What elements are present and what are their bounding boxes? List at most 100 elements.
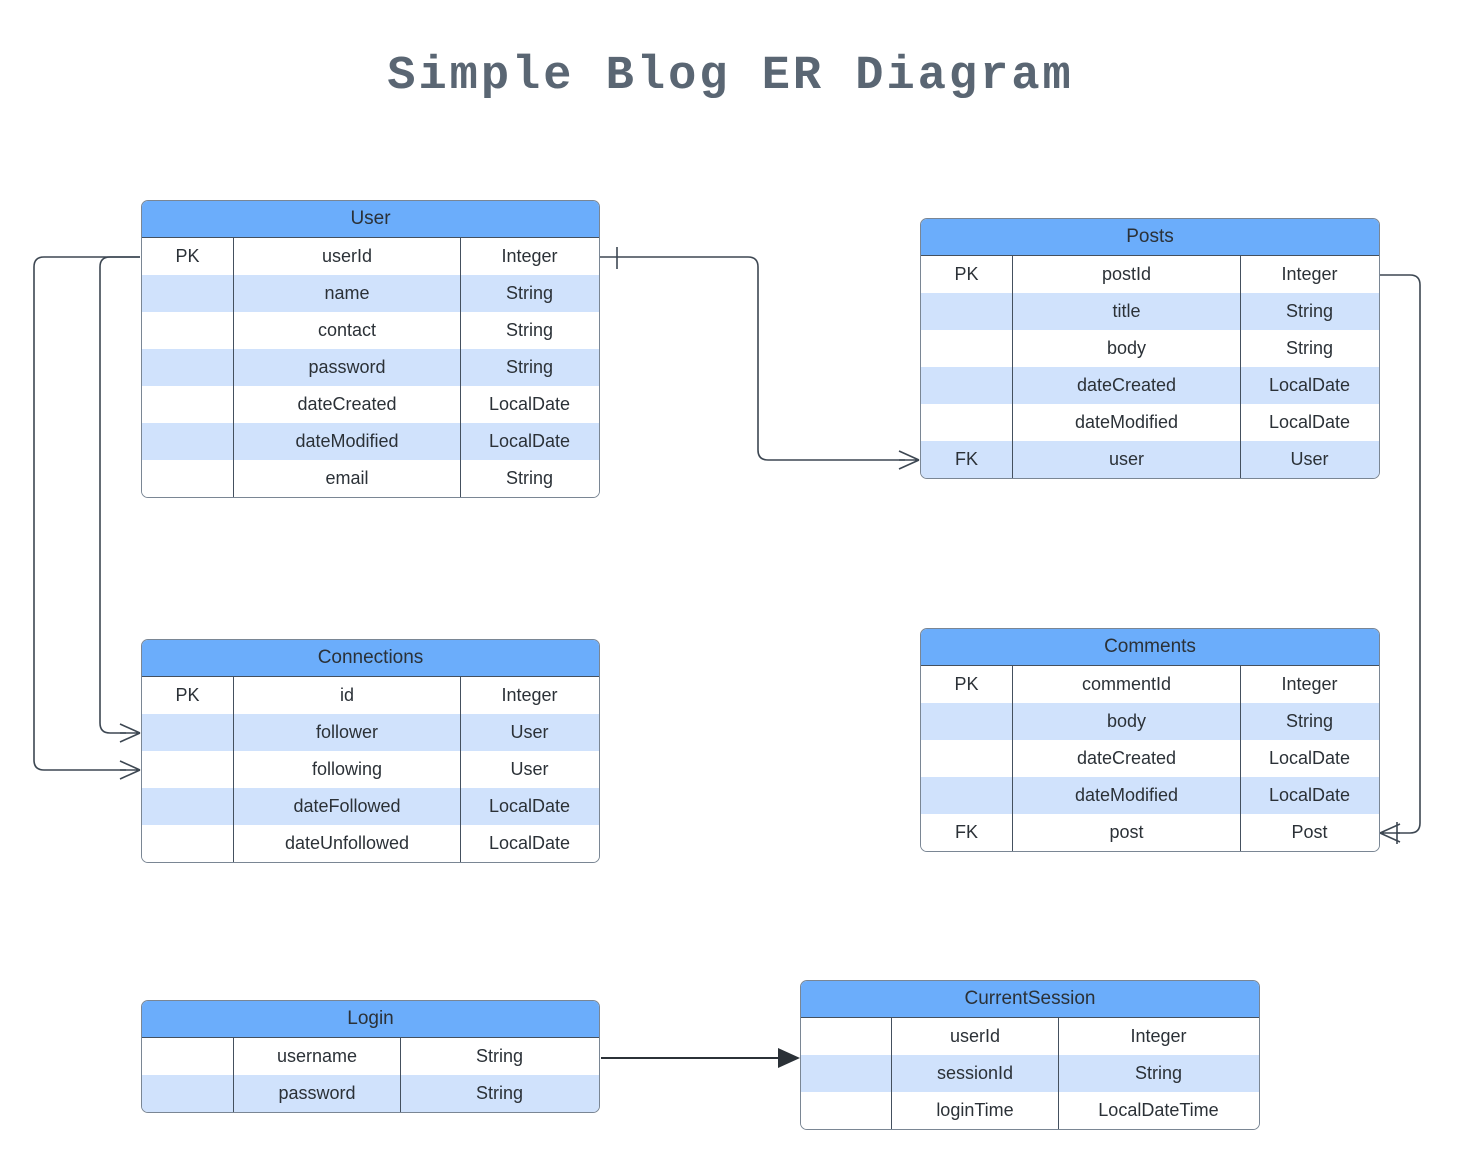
- attribute-type-user-dateCreated: LocalDate: [488, 394, 571, 414]
- attribute-key-comments-dateCreated: [921, 740, 1013, 777]
- attribute-name-posts-body: body: [1013, 330, 1241, 367]
- attribute-type-user-contact: String: [505, 320, 554, 340]
- attribute-key-login-password: [142, 1075, 234, 1112]
- attribute-row[interactable]: dateCreated LocalDate: [921, 740, 1379, 777]
- attribute-name-posts-title: title: [1013, 293, 1241, 330]
- entity-header-login: Login: [142, 1001, 599, 1038]
- attribute-key-comments-post: FK: [921, 814, 1013, 851]
- attribute-name-connections-id: id: [234, 677, 461, 714]
- attribute-row[interactable]: password String: [142, 1075, 599, 1112]
- attribute-key-comments-commentId: PK: [921, 666, 1013, 703]
- entity-header-posts: Posts: [921, 219, 1379, 256]
- attribute-name-currentsession-loginTime: loginTime: [892, 1092, 1059, 1129]
- entity-header-user: User: [142, 201, 599, 238]
- connector-user-connections-following: [33, 256, 141, 780]
- attribute-type-posts-user: User: [1290, 449, 1329, 469]
- attribute-name-comments-dateCreated: dateCreated: [1013, 740, 1241, 777]
- connector-posts-comments: [1379, 274, 1421, 844]
- attribute-name-connections-following: following: [234, 751, 461, 788]
- attribute-key-user-contact: [142, 312, 234, 349]
- attribute-key-connections-dateUnfollowed: [142, 825, 234, 862]
- connector-user-connections-follower: [99, 256, 141, 743]
- attribute-key-currentsession-loginTime: [801, 1092, 892, 1129]
- attribute-type-comments-post: Post: [1291, 822, 1328, 842]
- attribute-key-posts-body: [921, 330, 1013, 367]
- entity-header-comments: Comments: [921, 629, 1379, 666]
- attribute-row[interactable]: username String: [142, 1038, 599, 1075]
- attribute-type-comments-dateCreated: LocalDate: [1268, 748, 1351, 768]
- attribute-key-user-name: [142, 275, 234, 312]
- attribute-type-login-password: String: [475, 1083, 524, 1103]
- attribute-type-user-password: String: [505, 357, 554, 377]
- attribute-name-login-username: username: [234, 1038, 401, 1075]
- attribute-key-comments-body: [921, 703, 1013, 740]
- attribute-type-currentsession-userId: Integer: [1130, 1026, 1187, 1046]
- attribute-key-user-email: [142, 460, 234, 497]
- attribute-name-comments-commentId: commentId: [1013, 666, 1241, 703]
- attribute-type-posts-dateCreated: LocalDate: [1268, 375, 1351, 395]
- attribute-key-posts-dateCreated: [921, 367, 1013, 404]
- attribute-key-connections-follower: [142, 714, 234, 751]
- attribute-name-user-email: email: [234, 460, 461, 497]
- attribute-name-connections-dateFollowed: dateFollowed: [234, 788, 461, 825]
- attribute-row[interactable]: body String: [921, 330, 1379, 367]
- attribute-name-currentsession-sessionId: sessionId: [892, 1055, 1059, 1092]
- attribute-row[interactable]: dateCreated LocalDate: [142, 386, 599, 423]
- attribute-key-user-dateCreated: [142, 386, 234, 423]
- attribute-key-user-dateModified: [142, 423, 234, 460]
- attribute-name-connections-follower: follower: [234, 714, 461, 751]
- attribute-type-login-username: String: [475, 1046, 524, 1066]
- attribute-type-posts-body: String: [1285, 338, 1334, 358]
- attribute-type-comments-body: String: [1285, 711, 1334, 731]
- attribute-key-posts-user: FK: [921, 441, 1013, 478]
- attribute-key-currentsession-userId: [801, 1018, 892, 1055]
- entity-header-currentsession: CurrentSession: [801, 981, 1259, 1018]
- attribute-type-connections-dateUnfollowed: LocalDate: [488, 833, 571, 853]
- connector-user-posts: [600, 247, 920, 470]
- attribute-name-login-password: password: [234, 1075, 401, 1112]
- attribute-key-comments-dateModified: [921, 777, 1013, 814]
- attribute-type-comments-commentId: Integer: [1281, 674, 1338, 694]
- attribute-key-posts-title: [921, 293, 1013, 330]
- attribute-type-posts-postId: Integer: [1281, 264, 1338, 284]
- attribute-name-posts-dateCreated: dateCreated: [1013, 367, 1241, 404]
- attribute-name-comments-body: body: [1013, 703, 1241, 740]
- attribute-name-user-dateCreated: dateCreated: [234, 386, 461, 423]
- attribute-type-user-userId: Integer: [501, 246, 558, 266]
- attribute-row[interactable]: body String: [921, 703, 1379, 740]
- attribute-key-connections-following: [142, 751, 234, 788]
- attribute-row[interactable]: dateCreated LocalDate: [921, 367, 1379, 404]
- attribute-name-posts-dateModified: dateModified: [1013, 404, 1241, 441]
